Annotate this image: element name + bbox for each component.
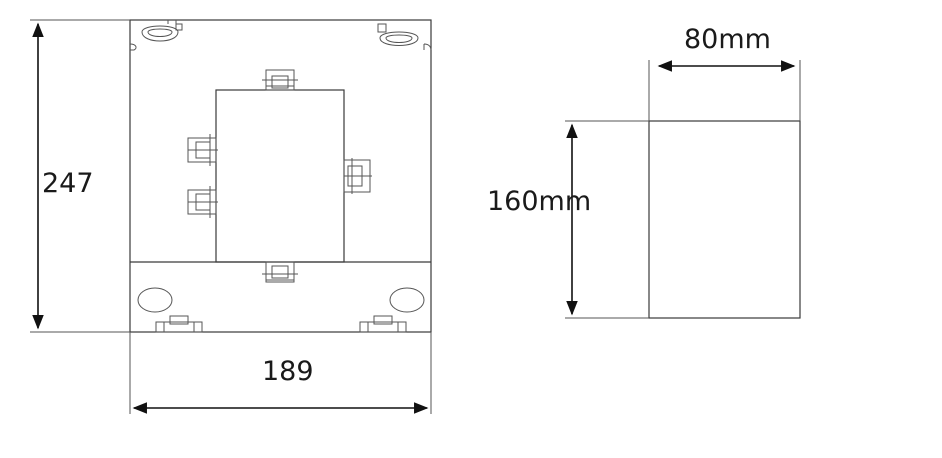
top-connector bbox=[262, 69, 298, 91]
side-view: 80mm 160mm bbox=[487, 24, 801, 319]
top-left-mounting-slot bbox=[141, 20, 183, 42]
side-depth-label: 80mm bbox=[684, 24, 771, 55]
bottom-connector bbox=[262, 261, 298, 283]
bottom-left-mounting-hole bbox=[137, 287, 173, 313]
front-width-dimension: 189 bbox=[129, 332, 432, 414]
housing-outline bbox=[129, 19, 432, 333]
side-height-label: 160mm bbox=[487, 186, 591, 217]
bottom-right-terminal bbox=[359, 315, 407, 333]
bottom-left-terminal bbox=[155, 315, 203, 333]
central-module bbox=[215, 89, 345, 263]
front-view: 247 189 bbox=[30, 19, 432, 414]
side-depth-dimension: 80mm bbox=[657, 24, 796, 72]
bottom-right-mounting-hole bbox=[389, 287, 425, 313]
left-connector-lower bbox=[187, 186, 218, 218]
side-height-dimension: 160mm bbox=[487, 123, 591, 316]
left-connector-upper bbox=[187, 134, 218, 166]
front-width-label: 189 bbox=[262, 356, 314, 387]
right-connector bbox=[343, 158, 372, 194]
front-height-label: 247 bbox=[42, 168, 94, 199]
front-height-dimension: 247 bbox=[30, 19, 130, 333]
top-right-mounting-slot bbox=[377, 23, 432, 51]
side-outline bbox=[648, 120, 801, 319]
left-edge-notch bbox=[129, 43, 137, 51]
